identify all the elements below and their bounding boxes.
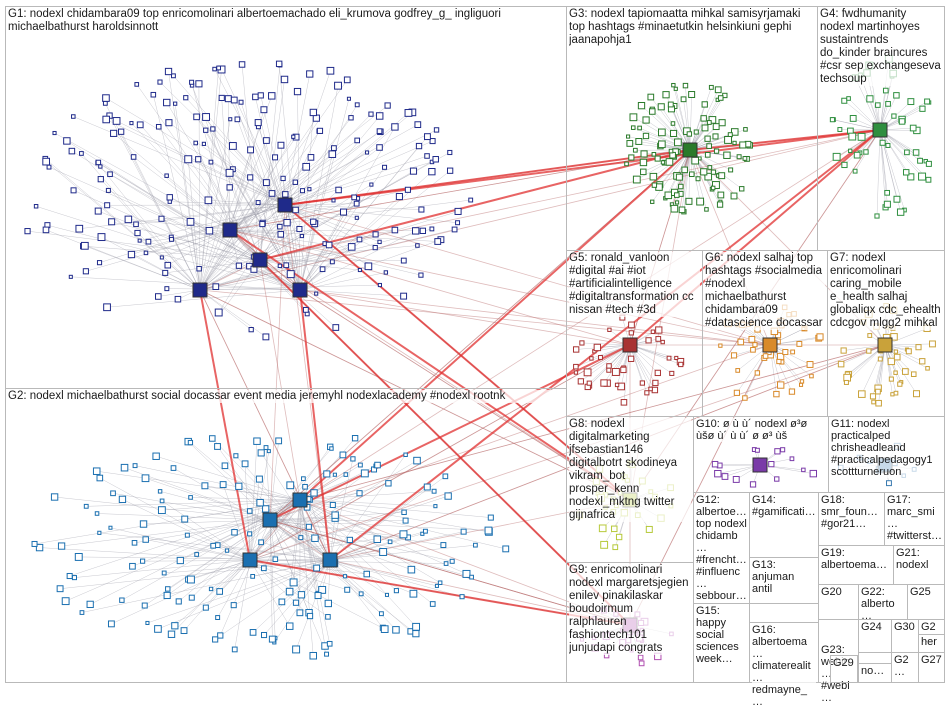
group-panel-g17: G17: marc_smi… #twitterst… (884, 492, 945, 546)
group-label-g17: G17: marc_smi… #twitterst… (887, 494, 942, 542)
group-panel-g16: G16: albertoema… climaterealit… redmayne… (749, 622, 819, 683)
group-panel-g13: G13: anjuman antil (749, 557, 819, 604)
group-label-g20: G20 (821, 586, 856, 598)
group-label-g12: G12: albertoe… top nodexl chidamb… #fren… (696, 494, 747, 602)
group-panel-g12: G12: albertoe… top nodexl chidamb… #fren… (693, 492, 750, 604)
group-panel-g1: G1: nodexl chidambara09 top enricomolina… (5, 6, 567, 389)
group-label-g25: G25 (910, 586, 942, 598)
group-label-g13: G13: anjuman antil (752, 559, 816, 595)
group-label-g21: G21: nodexl (896, 547, 942, 571)
network-graph-canvas: G1: nodexl chidambara09 top enricomolina… (0, 0, 950, 688)
group-label-g19: G19: albertoema… (821, 547, 891, 571)
group-label-g9: G9: enricomolinari nodexl margaretsjegie… (569, 564, 691, 655)
group-panel-g31: her… (918, 634, 945, 653)
group-label-g16: G16: albertoema… climaterealit… redmayne… (752, 624, 816, 708)
group-panel-g10: G10: ø ù ù´ nodexl ø³ø ùšø ù´ ù ù´ ø ø³ … (693, 416, 829, 493)
group-label-g11: G11: nodexl practicalped chrisheadleand … (831, 418, 942, 478)
group-label-g24: G24 (861, 621, 889, 633)
group-label-g1: G1: nodexl chidambara09 top enricomolina… (8, 8, 564, 34)
group-panel-g28: G2… (891, 652, 919, 683)
group-panel-g30: G30 (891, 619, 919, 653)
group-label-g29: G29 (833, 657, 855, 669)
group-label-g10: G10: ø ù ù´ nodexl ø³ø ùšø ù´ ù ù´ ø ø³ … (696, 418, 826, 442)
group-panel-g25: G25 (907, 584, 945, 620)
group-panel-g27: G27 (918, 652, 945, 683)
group-label-g6: G6: nodexl salhaj top hashtags #socialme… (705, 252, 825, 330)
group-label-g30: G30 (894, 621, 916, 633)
group-panel-g7: G7: nodexl enricomolinari caring_mobile … (827, 250, 945, 417)
group-label-g22: G22: alberto… (861, 586, 905, 622)
group-panel-g32: no… (858, 663, 892, 683)
group-panel-g3: G3: nodexl tapiomaatta mihkal samisyrjam… (566, 6, 818, 251)
group-panel-g19: G19: albertoema… (818, 545, 894, 585)
group-panel-g15: G15: happy social sciences week… (693, 603, 750, 683)
group-label-g27: G27 (921, 654, 942, 666)
group-panel-g4: G4: fwdhumanity nodexl martinhoyes susta… (817, 6, 945, 251)
group-label-g5: G5: ronald_vanloon #digital #ai #iot #ar… (569, 252, 700, 317)
group-panel-g18: G18: smr_foun… #gor21… (818, 492, 885, 546)
group-label-g28: G2… (894, 654, 916, 678)
group-label-g18: G18: smr_foun… #gor21… (821, 494, 882, 530)
group-panel-g2: G2: nodexl michaelbathurst social docass… (5, 388, 567, 683)
group-label-g15: G15: happy social sciences week… (696, 605, 747, 665)
group-panel-g29: G29 (830, 655, 858, 683)
group-panel-g20: G20 (818, 584, 859, 620)
group-label-g3: G3: nodexl tapiomaatta mihkal samisyrjam… (569, 8, 813, 47)
group-panel-g8: G8: nodexl digitalmarketing jfsebastian1… (566, 416, 694, 563)
group-label-g7: G7: nodexl enricomolinari caring_mobile … (830, 252, 942, 330)
group-panel-g21: G21: nodexl (893, 545, 945, 585)
group-panel-g11: G11: nodexl practicalped chrisheadleand … (828, 416, 945, 493)
group-label-g2: G2: nodexl michaelbathurst social docass… (8, 390, 564, 403)
group-label-g32: no… (861, 665, 889, 677)
group-label-g14: G14: #gamificati… (752, 494, 816, 518)
group-panel-g14: G14: #gamificati… (749, 492, 819, 558)
group-panel-g9: G9: enricomolinari nodexl margaretsjegie… (566, 562, 694, 683)
group-panel-g5: G5: ronald_vanloon #digital #ai #iot #ar… (566, 250, 703, 417)
group-panel-g22: G22: alberto… (858, 584, 908, 620)
group-label-g8: G8: nodexl digitalmarketing jfsebastian1… (569, 418, 691, 522)
group-panel-g24: G24 (858, 619, 892, 653)
group-panel-g6: G6: nodexl salhaj top hashtags #socialme… (702, 250, 828, 417)
group-label-g4: G4: fwdhumanity nodexl martinhoyes susta… (820, 8, 942, 86)
